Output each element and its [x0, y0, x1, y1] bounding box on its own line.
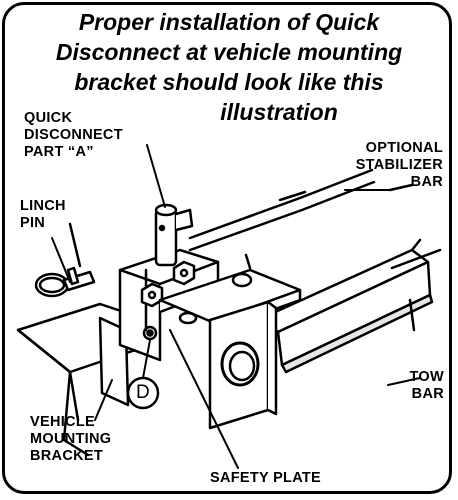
- leader-quick-disconnect: [146, 144, 166, 208]
- tow-bar: [260, 238, 442, 374]
- label-tow-bar-line-2: BAR: [411, 386, 444, 402]
- label-vehicle-bracket-line-1: VEHICLE: [30, 414, 95, 430]
- linch-pin: [34, 222, 96, 298]
- title-line-2: Disconnect at vehicle mounting: [55, 39, 403, 65]
- label-vehicle-bracket-line-3: BRACKET: [30, 448, 103, 464]
- label-stabilizer-line-2: STABILIZER: [355, 157, 443, 173]
- label-linch-pin-line-2: PIN: [20, 215, 46, 231]
- quick-disconnect-part-a: [118, 203, 220, 362]
- illustration-border: [2, 2, 452, 494]
- leader-vehicle-bracket: [94, 379, 113, 421]
- bolt-head: [172, 260, 196, 286]
- label-stabilizer-line-3: BAR: [410, 174, 443, 190]
- bolt-head: [140, 282, 164, 308]
- leader-safety-plate: [169, 329, 239, 469]
- stabilizer-bar: [188, 168, 414, 252]
- label-quick-disconnect-line-2: DISCONNECT: [24, 127, 123, 143]
- leader-lines: [51, 144, 421, 469]
- leader-d: [142, 339, 151, 379]
- leader-tow-bar: [387, 377, 421, 386]
- tow-bar-end-plate: [208, 300, 278, 430]
- label-tow-bar-line-1: TOW: [409, 369, 444, 385]
- label-linch-pin-line-1: LINCH: [20, 198, 66, 214]
- leader-linch-pin: [51, 237, 71, 283]
- label-quick-disconnect-line-1: QUICK: [24, 110, 73, 126]
- label-stabilizer-line-1: OPTIONAL: [365, 140, 443, 156]
- label-vehicle-bracket-line-2: MOUNTING: [30, 431, 112, 447]
- label-quick-disconnect-line-3: PART “A”: [24, 144, 94, 160]
- label-safety-plate: SAFETY PLATE: [210, 470, 322, 486]
- label-marker-d: D: [135, 382, 151, 403]
- title-line-3: bracket should look like this: [74, 69, 384, 95]
- title-line-4: illustration: [220, 99, 338, 125]
- title-line-1: Proper installation of Quick: [78, 9, 380, 35]
